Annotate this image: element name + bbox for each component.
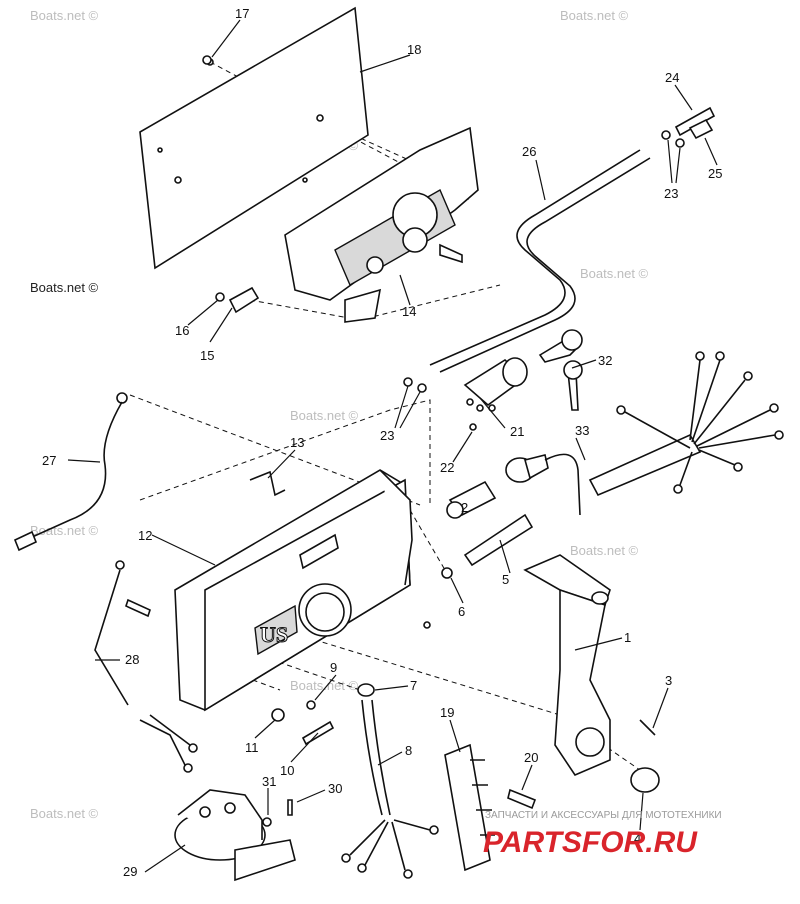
callout-31: 31 <box>262 774 276 789</box>
callout-16: 16 <box>175 323 189 338</box>
callout-14: 14 <box>402 304 416 319</box>
control-cables <box>429 149 651 373</box>
wiring-harness <box>588 351 784 497</box>
watermark: Boats.net © <box>570 543 639 558</box>
callout-19: 19 <box>440 705 454 720</box>
keys <box>538 329 583 411</box>
bracket-clip <box>215 286 260 314</box>
callout-33: 33 <box>575 423 589 438</box>
callout-2: 2 <box>461 500 468 515</box>
cable-ends <box>661 106 716 148</box>
nut <box>417 383 427 393</box>
sleeve <box>463 513 534 567</box>
callout-leaders <box>67 19 718 873</box>
callout-9: 9 <box>330 660 337 675</box>
callout-17: 17 <box>235 6 249 21</box>
callout-29: 29 <box>123 864 137 879</box>
callout-18: 18 <box>407 42 421 57</box>
bolt <box>507 788 537 810</box>
ignition-switch <box>463 357 528 412</box>
buzzer <box>174 789 296 882</box>
housing-logo: US <box>260 622 288 647</box>
callout-11: 11 <box>245 740 259 755</box>
callout-28: 28 <box>125 652 139 667</box>
pin <box>639 719 656 736</box>
callout-20: 20 <box>524 750 538 765</box>
harness-7-8 <box>341 683 439 879</box>
callout-22: 22 <box>440 460 454 475</box>
callout-numbers: 17 18 24 25 23 26 14 15 16 32 23 21 22 3… <box>42 6 722 879</box>
callout-5: 5 <box>502 572 509 587</box>
screw <box>287 799 293 816</box>
washer <box>271 708 285 722</box>
callout-24: 24 <box>665 70 679 85</box>
brand-name: PARTSFOR.RU <box>483 826 698 859</box>
cap <box>630 767 660 793</box>
callout-10: 10 <box>280 763 294 778</box>
terminal-block <box>444 743 495 872</box>
switch-2 <box>446 480 497 519</box>
callout-1: 1 <box>624 630 631 645</box>
callout-27: 27 <box>42 453 56 468</box>
callout-8: 8 <box>405 743 412 758</box>
spring-clip <box>249 470 286 497</box>
wire-28 <box>94 560 198 773</box>
callout-21: 21 <box>510 424 524 439</box>
watermark: Boats.net © <box>580 266 649 281</box>
callout-25: 25 <box>708 166 722 181</box>
callout-4: 4 <box>634 831 641 846</box>
knob-cord <box>505 453 581 516</box>
watermark: Boats.net © <box>30 8 99 23</box>
callout-6: 6 <box>458 604 465 619</box>
control-box-housing: US <box>174 469 431 712</box>
watermark: Boats.net © <box>560 8 629 23</box>
screw <box>262 817 272 827</box>
callout-23: 23 <box>380 428 394 443</box>
wire-27 <box>13 392 128 552</box>
callout-26: 26 <box>522 144 536 159</box>
callout-13: 13 <box>290 435 304 450</box>
control-handle <box>523 554 611 776</box>
watermarks: Boats.net © Boats.net © Boats.net © Boat… <box>30 8 649 821</box>
watermark: Boats.net © <box>30 806 99 821</box>
watermark: Boats.net © <box>290 678 359 693</box>
callout-23: 23 <box>664 186 678 201</box>
callout-32: 32 <box>598 353 612 368</box>
watermark: Boats.net © <box>290 408 359 423</box>
brand-tagline: ЗАПЧАСТИ И АКСЕССУАРЫ ДЛЯ МОТОТЕХНИКИ <box>485 810 722 821</box>
watermark: Boats.net © <box>30 280 99 295</box>
nut <box>403 377 413 387</box>
control-mechanism <box>284 126 479 323</box>
callout-30: 30 <box>328 781 342 796</box>
site-branding: ЗАПЧАСТИ И АКСЕССУАРЫ ДЛЯ МОТОТЕХНИКИ PA… <box>483 810 722 859</box>
callout-15: 15 <box>200 348 214 363</box>
callout-3: 3 <box>665 673 672 688</box>
callout-7: 7 <box>410 678 417 693</box>
screw <box>202 55 212 65</box>
screw <box>469 423 477 431</box>
watermark: Boats.net © <box>30 523 99 538</box>
clip <box>441 567 453 579</box>
screw <box>306 700 316 710</box>
callout-12: 12 <box>138 528 152 543</box>
